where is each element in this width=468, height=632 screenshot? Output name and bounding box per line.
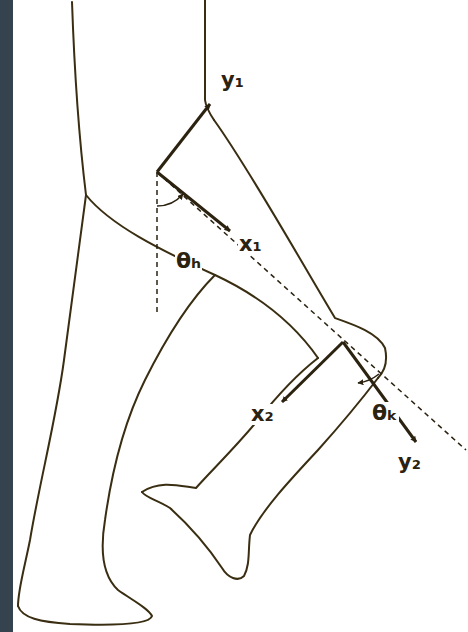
angle-arc xyxy=(157,194,183,206)
axis-arrow xyxy=(343,342,416,442)
stance-leg-back xyxy=(18,195,86,606)
axis-label: y₂ xyxy=(397,452,422,473)
shank-back xyxy=(142,358,318,492)
thigh-axis xyxy=(157,172,466,450)
angle-label: θₖ xyxy=(371,402,399,424)
axis-label: x₁ xyxy=(238,234,263,255)
thigh-back xyxy=(86,195,318,358)
thigh-front xyxy=(214,120,386,378)
vertical-reference xyxy=(156,172,158,312)
axis-arrow xyxy=(157,172,230,231)
axis-arrow xyxy=(157,104,210,172)
axis-arrow xyxy=(282,342,343,402)
shank-front xyxy=(142,378,378,579)
axis-label: y₁ xyxy=(220,70,245,91)
angle-arc xyxy=(358,374,379,383)
side-bar xyxy=(0,0,13,632)
torso-back xyxy=(72,2,86,195)
torso-front xyxy=(205,0,214,120)
angle-label: θₕ xyxy=(175,250,202,272)
axis-label: x₂ xyxy=(250,404,275,425)
